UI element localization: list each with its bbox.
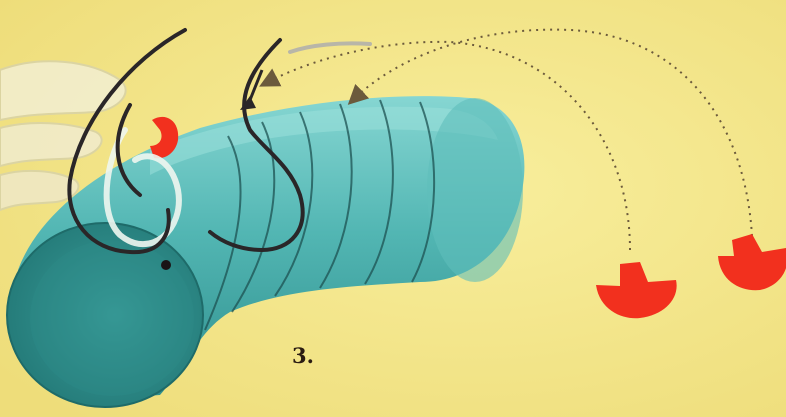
needle-entry-point [161,260,171,270]
step-number-label: 3. [292,343,314,368]
